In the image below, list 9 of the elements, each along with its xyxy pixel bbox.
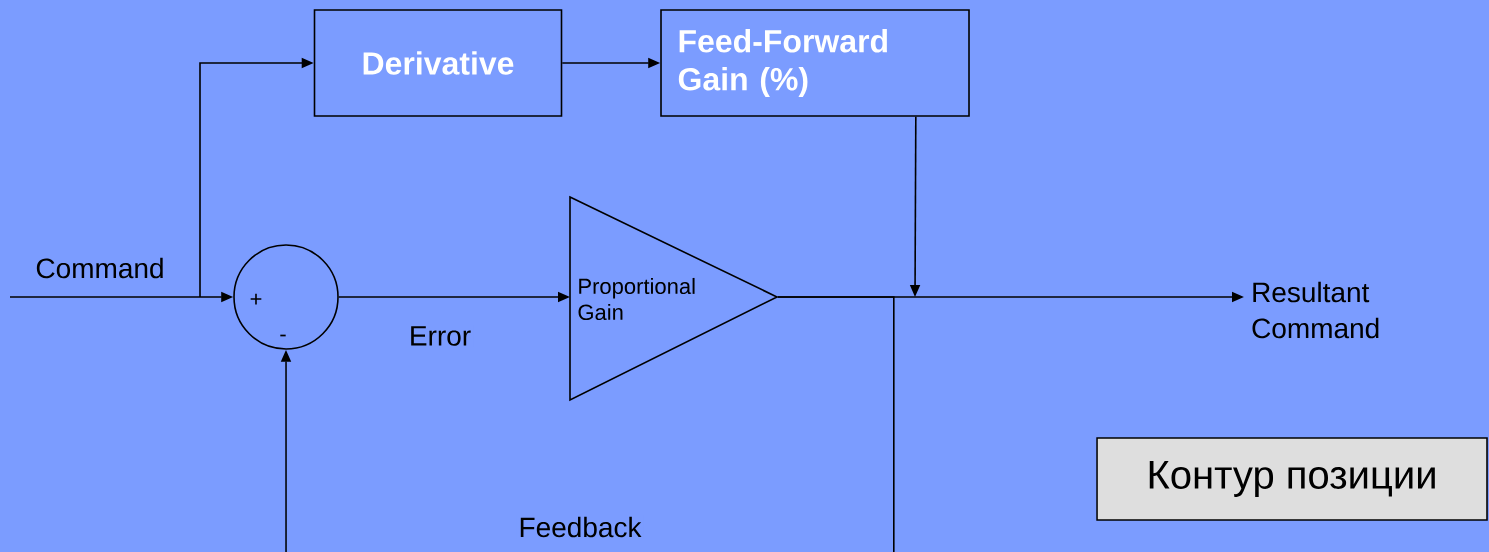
arrow xyxy=(280,296,895,552)
summing-junction: + - xyxy=(233,244,339,350)
process-box: Feed-Forward Gain (%) xyxy=(660,9,970,117)
edge-label: Feedback xyxy=(516,514,644,540)
edge-label: Command xyxy=(33,255,167,281)
title-box: Контур позиции xyxy=(1096,437,1488,521)
edge-label: Error xyxy=(406,324,474,348)
process-box: Derivative xyxy=(313,9,563,117)
output-label: Resultant Command xyxy=(1252,281,1379,339)
